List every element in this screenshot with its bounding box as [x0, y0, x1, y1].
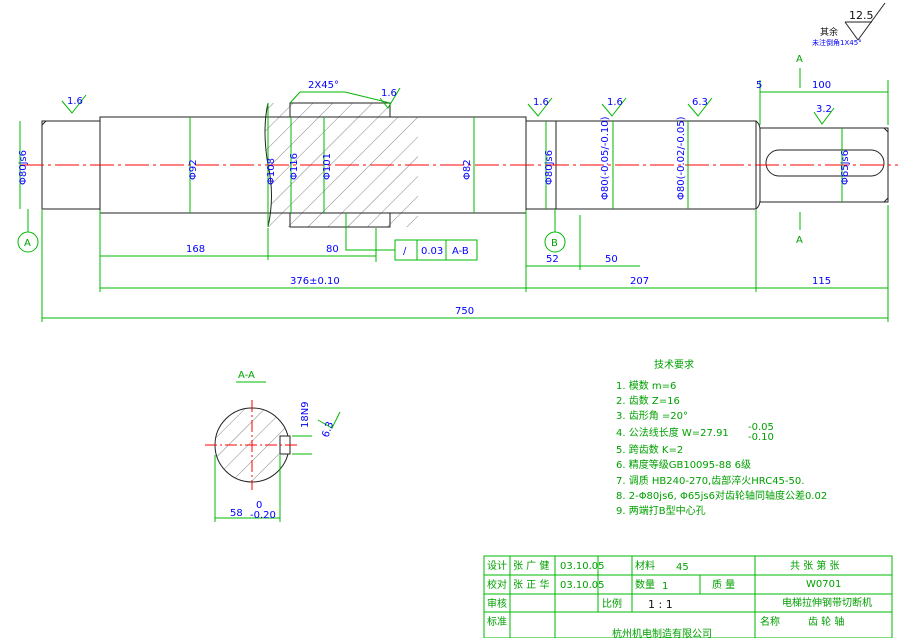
dia-65js6: Φ65js6: [840, 150, 851, 185]
dim-100: 100: [812, 80, 831, 91]
svg-text:A: A: [796, 54, 803, 65]
svg-text:校对: 校对: [487, 578, 507, 591]
svg-text:/: /: [403, 246, 407, 257]
svg-text:-0.10: -0.10: [748, 432, 774, 443]
svg-text:0: 0: [256, 500, 262, 511]
svg-text:6.3: 6.3: [692, 97, 708, 108]
svg-text:材料: 材料: [635, 559, 655, 572]
dia-80-tol2: Φ80(-0.02/-0.05): [676, 116, 687, 200]
dia-108: Φ108: [266, 158, 277, 185]
dim-207: 207: [630, 276, 649, 287]
svg-text:1.6: 1.6: [67, 96, 83, 107]
svg-text:比例: 比例: [602, 597, 622, 610]
svg-text:1.6: 1.6: [381, 88, 397, 99]
svg-text:A: A: [796, 235, 803, 246]
svg-text:B: B: [551, 238, 558, 249]
dia-116: Φ116: [289, 153, 300, 180]
dim-52: 52: [546, 254, 559, 265]
svg-text:-0.05: -0.05: [748, 422, 774, 433]
dia-82: Φ82: [462, 159, 473, 180]
tech-item-8: 8. 2-Φ80js6, Φ65js6对齿轮轴同轴度公差0.02: [616, 489, 827, 502]
datum-a: A: [17, 209, 39, 253]
chamfer-note: 未注倒角1X45°: [812, 38, 862, 47]
dim-5: 5: [756, 80, 762, 91]
product-name: 电梯拉伸钢带切断机: [782, 596, 872, 609]
dia-80js6-right: Φ80js6: [544, 150, 555, 185]
svg-text:共 张 第 张: 共 张 第 张: [790, 559, 840, 572]
dia-92: Φ92: [188, 159, 199, 180]
section-markers: A A: [796, 54, 803, 246]
svg-text:03.10.05: 03.10.05: [560, 580, 605, 591]
dim-50: 50: [605, 254, 618, 265]
tolerance-frame: / 0.03 A-B: [345, 213, 478, 261]
chamfer-callout: 2X45°: [289, 80, 391, 104]
svg-text:标准: 标准: [487, 616, 507, 628]
svg-text:A-B: A-B: [452, 246, 469, 257]
section-dim: 58: [230, 508, 243, 519]
qty-value: 1: [662, 581, 668, 592]
svg-text:名称: 名称: [760, 615, 780, 628]
corner-roughness: 12.5 其余 未注倒角1X45°: [812, 2, 886, 47]
material-value: 45: [676, 562, 689, 573]
part-name: 齿 轮 轴: [808, 615, 844, 628]
corner-roughness-value: 12.5: [849, 9, 874, 22]
svg-text:-0.20: -0.20: [250, 510, 276, 521]
tech-item-6: 6. 精度等级GB10095-88 6级: [616, 458, 751, 471]
key-width: 18N9: [300, 401, 311, 428]
dim-168: 168: [186, 244, 205, 255]
svg-text:1.6: 1.6: [607, 97, 623, 108]
svg-text:03.10.05: 03.10.05: [560, 561, 605, 572]
length-dims: 168 80 52 50 376±0.10 207 115 750 100 5: [41, 80, 889, 322]
title-block: 设计 张 广 健 03.10.05 材料 45 校对 张 正 华 03.10.0…: [483, 555, 893, 638]
tech-item-3: 3. 齿形角 =20°: [616, 410, 688, 422]
diameter-dims: Φ80js6 Φ92 Φ108 Φ116 Φ101 Φ82 Φ80js6 Φ80…: [18, 103, 851, 227]
tech-item-4: 4. 公法线长度 W=27.91: [616, 426, 729, 439]
dim-750: 750: [455, 306, 474, 317]
chamfer-label: 2X45°: [308, 80, 339, 91]
scale-value: 1 : 1: [648, 598, 673, 611]
svg-text:审核: 审核: [487, 597, 507, 610]
tech-item-5: 5. 跨齿数 K=2: [616, 443, 683, 456]
svg-text:质 量: 质 量: [712, 579, 735, 591]
datum-b: B: [544, 209, 566, 253]
svg-text:张 广 健: 张 广 健: [513, 560, 549, 572]
svg-text:张 正 华: 张 正 华: [513, 578, 549, 591]
svg-text:数量: 数量: [635, 578, 655, 591]
roughness-marks: 1.6 1.6 1.6 1.6 6.3 3.2: [61, 87, 835, 125]
dim-376: 376±0.10: [290, 276, 340, 287]
dia-101: Φ101: [322, 153, 333, 180]
tech-item-1: 1. 模数 m=6: [616, 379, 676, 392]
tech-item-7: 7. 调质 HB240-270,齿部淬火HRC45-50.: [616, 474, 804, 487]
svg-text:6.3: 6.3: [320, 420, 336, 439]
svg-text:0.03: 0.03: [421, 246, 443, 257]
other-surfaces-label: 其余: [820, 26, 838, 38]
company-name: 杭州机电制造有限公司: [612, 627, 712, 638]
tech-item-9: 9. 两端打B型中心孔: [616, 504, 706, 517]
drawing-number: W0701: [806, 579, 841, 590]
dim-80: 80: [326, 244, 339, 255]
dim-115: 115: [812, 276, 831, 287]
svg-text:A: A: [24, 238, 31, 249]
tech-title: 技术要求: [654, 358, 694, 371]
tech-requirements: 技术要求 1. 模数 m=6 2. 齿数 Z=16 3. 齿形角 =20° 4.…: [616, 358, 827, 517]
section-aa-title: A-A: [238, 370, 255, 381]
svg-text:1.6: 1.6: [533, 97, 549, 108]
svg-text:设计: 设计: [487, 559, 507, 572]
tech-item-2: 2. 齿数 Z=16: [616, 394, 680, 407]
section-aa: A-A 18N9 6.3 58 0 -0.20: [205, 370, 341, 522]
dia-80-tol1: Φ80(-0.05/-0.10): [600, 116, 611, 200]
svg-text:3.2: 3.2: [816, 104, 832, 115]
dia-80js6-left: Φ80js6: [18, 150, 29, 185]
